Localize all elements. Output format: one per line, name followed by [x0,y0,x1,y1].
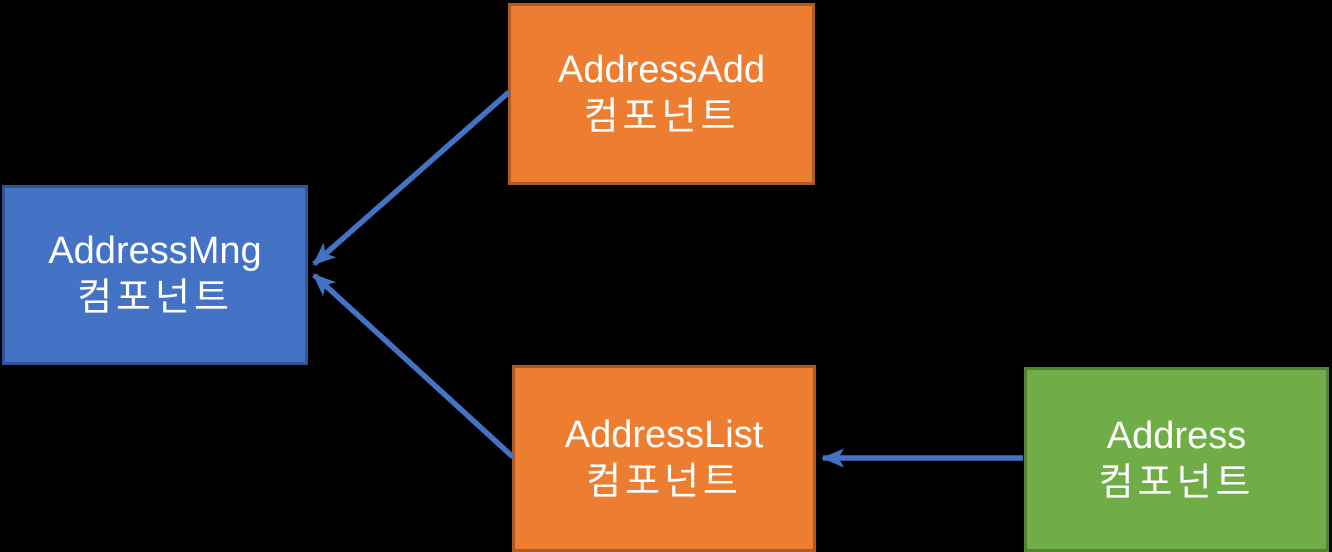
node-addressmng-title: AddressMng [48,230,262,272]
arrow-addresslist-to-addressmng [312,272,515,460]
node-addresslist-title: AddressList [564,413,764,456]
node-addressadd-subtitle: 컴포넌트 [583,96,740,138]
node-addresslist-subtitle: 컴포넌트 [586,460,742,503]
node-addressmng: AddressMng 컴포넌트 [2,185,308,365]
node-address-title: Address [1106,414,1247,457]
node-address: Address 컴포넌트 [1024,367,1329,552]
node-addressadd: AddressAdd 컴포넌트 [508,3,815,185]
node-address-subtitle: 컴포넌트 [1098,461,1255,504]
arrow-addressadd-to-addressmng [312,89,511,267]
node-addressmng-subtitle: 컴포넌트 [77,277,233,319]
node-addressadd-title: AddressAdd [557,49,765,91]
node-addresslist: AddressList 컴포넌트 [512,365,816,552]
